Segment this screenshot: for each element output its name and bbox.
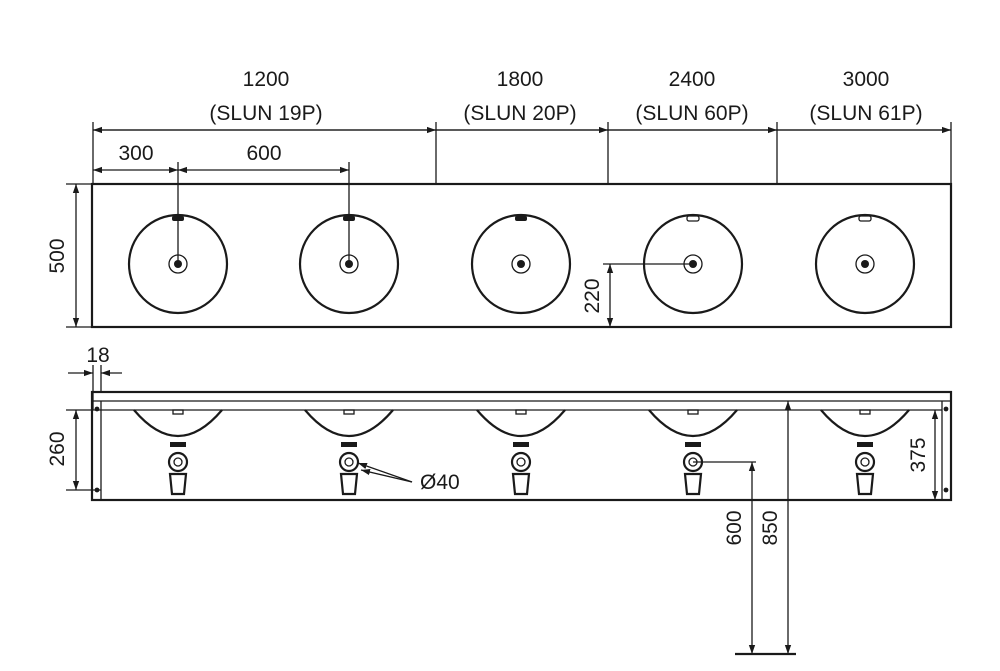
bowl-top-1 (127, 213, 229, 315)
top-view-outline (90, 182, 953, 329)
leader-d40-b (360, 468, 413, 483)
bowl-top-2 (298, 213, 400, 315)
label-850-height: 850 (759, 510, 782, 545)
label-length-2400: 2400 (669, 68, 716, 91)
label-model-1200: (SLUN 19P) (209, 102, 322, 125)
label-length-1200: 1200 (243, 68, 290, 91)
screw-top-right (943, 406, 949, 412)
label-300: 300 (118, 142, 153, 165)
label-model-3000: (SLUN 61P) (809, 102, 922, 125)
label-600-height: 600 (723, 510, 746, 545)
label-d40: Ø40 (420, 471, 460, 494)
bowl-front-4 (648, 409, 738, 496)
label-600-spacing: 600 (246, 142, 281, 165)
bowl-top-5 (814, 213, 916, 315)
label-model-2400: (SLUN 60P) (635, 102, 748, 125)
screw-top-left (94, 406, 100, 412)
front-view-outline (90, 390, 953, 502)
label-500: 500 (46, 238, 69, 273)
bowl-top-3 (470, 213, 572, 315)
label-18: 18 (86, 344, 109, 367)
label-260: 260 (46, 431, 69, 466)
label-length-1800: 1800 (497, 68, 544, 91)
top-view: 1200 (SLUN 19P) 1800 (SLUN 20P) 2400 (SL… (46, 68, 953, 329)
leader-d40-a (357, 462, 413, 483)
label-model-1800: (SLUN 20P) (463, 102, 576, 125)
front-view: 18 260 375 (46, 344, 953, 656)
bowl-front-2 (304, 409, 394, 496)
bowl-front-5 (820, 409, 910, 496)
bowl-front-1 (133, 409, 223, 496)
bowl-front-3 (476, 409, 566, 496)
label-375: 375 (907, 437, 930, 472)
label-length-3000: 3000 (843, 68, 890, 91)
label-220: 220 (581, 278, 604, 313)
screw-bottom-right (943, 487, 949, 493)
